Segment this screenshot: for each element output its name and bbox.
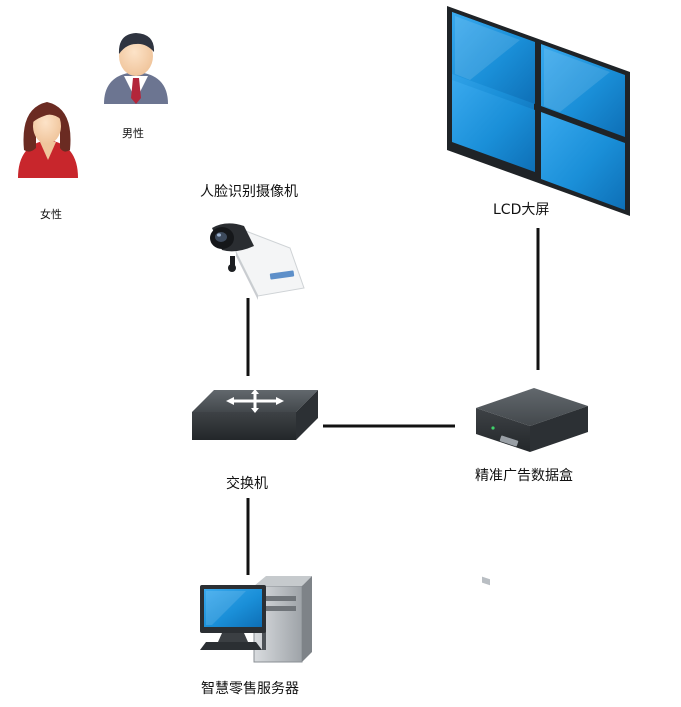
switch-label: 交换机 — [226, 476, 268, 492]
male-label: 男性 — [122, 127, 144, 140]
lcd-label: LCD大屏 — [493, 202, 550, 218]
female-person-icon — [18, 102, 78, 178]
smart-retail-server-icon — [200, 576, 312, 663]
server-label: 智慧零售服务器 — [201, 681, 299, 697]
camera-label: 人脸识别摄像机 — [200, 184, 298, 200]
databox-label: 精准广告数据盒 — [475, 468, 573, 484]
ad-data-box-icon — [476, 388, 588, 586]
network-switch-icon — [192, 389, 318, 440]
lcd-video-wall-icon — [447, 6, 630, 216]
face-recognition-camera-icon — [210, 223, 305, 300]
female-label: 女性 — [40, 208, 62, 221]
male-person-icon — [104, 33, 168, 104]
